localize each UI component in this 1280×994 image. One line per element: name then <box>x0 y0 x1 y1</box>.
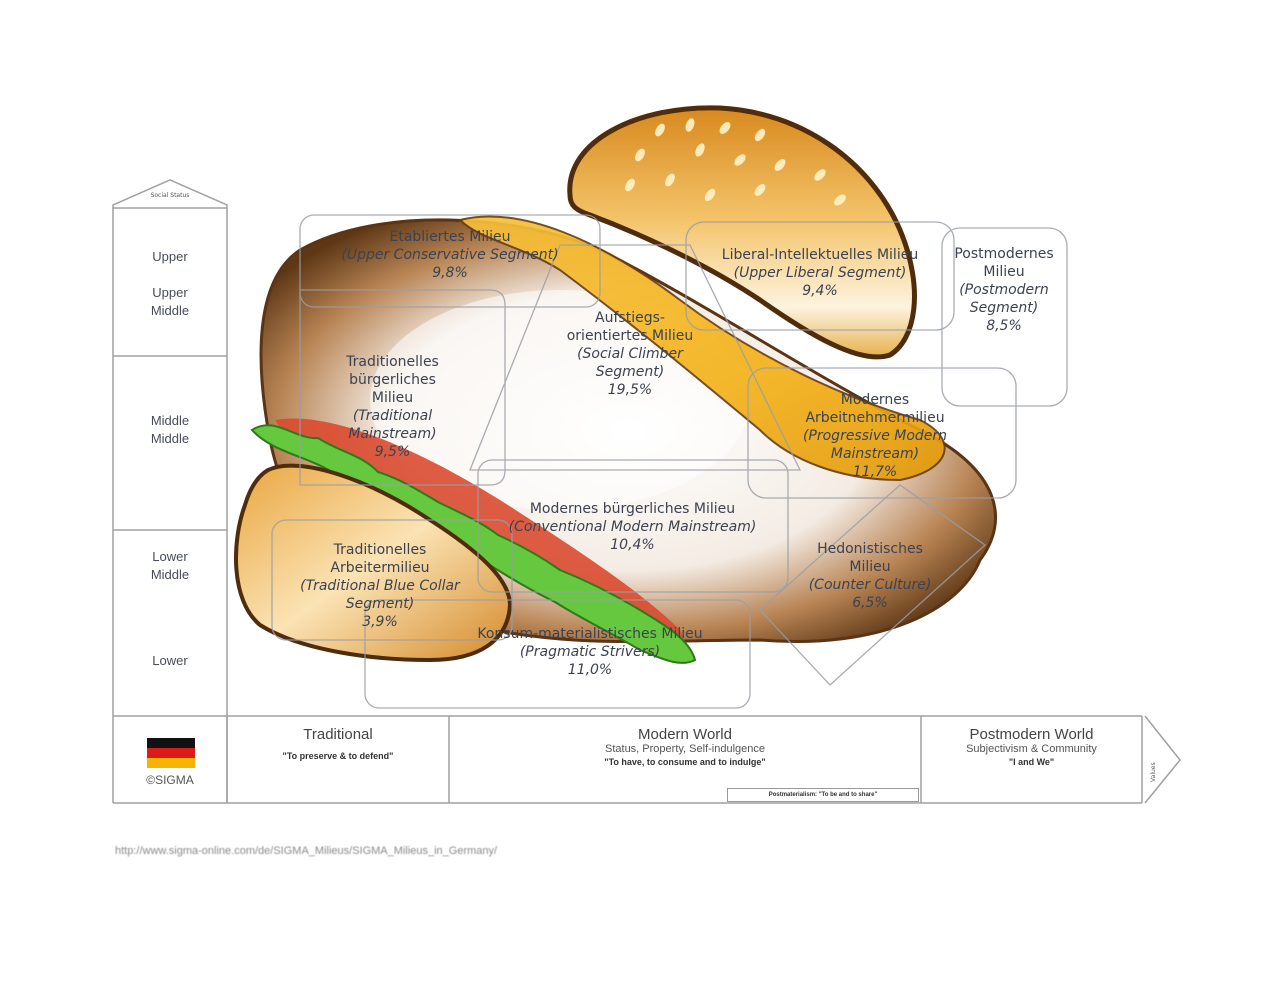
value-axis <box>113 715 1181 804</box>
milieu-share: 9,8% <box>432 265 468 281</box>
milieu-share: 10,4% <box>610 537 655 553</box>
outline-social-climber <box>469 244 802 471</box>
milieu-name: Hedonistisches Milieu <box>817 541 923 575</box>
value-title: Postmodern World <box>969 726 1094 743</box>
milieu-english: (Pragmatic Strivers) <box>519 644 661 660</box>
outline-liberal <box>685 221 955 331</box>
status-lower-middle: Lower Middle <box>150 549 190 582</box>
outline-conventional-modern <box>477 459 789 593</box>
milieu-name: Aufstiegs-orientiertes Milieu <box>566 310 694 344</box>
outline-pragmatic <box>364 599 751 709</box>
status-upper-middle: Upper Middle <box>150 285 190 318</box>
milieu-english: (Postmodern Segment) <box>959 282 1049 316</box>
milieu-name: Konsum-materialistisches Milieu <box>477 626 703 642</box>
outline-postmodern <box>941 227 1068 407</box>
outline-hedonistic <box>759 484 987 686</box>
value-postmodern: Postmodern World Subjectivism & Communit… <box>921 716 1142 803</box>
value-quote: "To preserve & to defend" <box>282 751 394 761</box>
outline-progressive-modern <box>747 367 1017 499</box>
milieu-postmodern: Postmodernes Milieu (Postmodern Segment)… <box>948 245 1060 335</box>
milieu-english: (Traditional Mainstream) <box>348 408 437 442</box>
bottom-bun-shape <box>233 463 513 663</box>
milieu-english: (Traditional Blue Collar Segment) <box>300 578 460 612</box>
milieu-name: Traditionelles Arbeitermilieu <box>330 542 430 576</box>
milieu-share: 6,5% <box>852 595 888 611</box>
status-upper: Upper <box>152 249 188 264</box>
milieu-name: Etabliertes Milieu <box>389 229 511 245</box>
patty-highlight <box>370 290 750 510</box>
status-middle-middle: Middle Middle <box>150 413 190 446</box>
milieu-share: 11,7% <box>852 464 898 480</box>
milieu-share: 11,0% <box>567 662 613 678</box>
source-url: http://www.sigma-online.com/de/SIGMA_Mil… <box>115 845 498 857</box>
milieu-english: (Counter Culture) <box>808 577 932 593</box>
value-quote: "To have, to consume and to indulge" <box>604 757 766 767</box>
value-title: Traditional <box>303 726 373 743</box>
cheese-shape <box>458 215 946 482</box>
milieu-name: Modernes bürgerliches Milieu <box>529 501 736 517</box>
milieu-name: Traditionelles bürgerliches Milieu <box>346 354 439 406</box>
milieu-name: Postmodernes Milieu <box>954 246 1054 280</box>
sigma-copyright: ©SIGMA <box>146 773 194 787</box>
value-quote: "I and We" <box>1008 757 1055 767</box>
milieu-english: (Upper Liberal Segment) <box>733 265 907 281</box>
milieu-blue-collar: Traditionelles Arbeitermilieu (Tradition… <box>295 541 465 631</box>
value-traditional: Traditional "To preserve & to defend" <box>227 716 449 803</box>
milieu-english: (Conventional Modern Mainstream) <box>508 519 757 535</box>
sesame-seeds <box>625 118 846 206</box>
milieu-traditional-mainstream: Traditionelles bürgerliches Milieu (Trad… <box>330 353 455 461</box>
milieu-share: 3,9% <box>362 614 398 630</box>
milieu-outlines <box>271 214 1068 709</box>
milieu-share: 9,4% <box>802 283 838 299</box>
milieu-hedonistic: Hedonistisches Milieu (Counter Culture) … <box>800 540 940 612</box>
milieu-etabliertes: Etabliertes Milieu (Upper Conservative S… <box>320 228 580 282</box>
milieu-share: 9,5% <box>374 444 411 460</box>
milieu-conventional-modern: Modernes bürgerliches Milieu (Convention… <box>500 500 765 554</box>
milieu-share: 19,5% <box>607 382 653 398</box>
value-subtitle: Subjectivism & Community <box>966 743 1097 755</box>
germany-flag-icon <box>147 738 195 768</box>
milieu-name: Liberal-Intellektuelles Milieu <box>721 247 919 263</box>
milieu-english: (Progressive Modern Mainstream) <box>802 428 948 462</box>
value-title: Modern World <box>638 726 732 743</box>
social-status-axis <box>112 179 228 803</box>
outline-blue-collar <box>271 519 513 641</box>
outline-etabliertes <box>299 214 601 308</box>
postmaterialism-label: Postmaterialism: "To be and to share" <box>727 788 919 802</box>
top-bun-shape <box>567 105 917 360</box>
milieu-name: Modernes Arbeitnehmermilieu <box>805 392 945 426</box>
milieu-share: 8,5% <box>986 318 1022 334</box>
value-subtitle: Status, Property, Self-indulgence <box>605 743 765 755</box>
social-status-title: Social Status <box>150 192 190 199</box>
milieu-social-climber: Aufstiegs-orientiertes Milieu (Social Cl… <box>565 309 695 399</box>
milieu-english: (Social Climber Segment) <box>577 346 683 380</box>
milieu-pragmatic: Konsum-materialistisches Milieu (Pragmat… <box>440 625 740 679</box>
milieu-english: (Upper Conservative Segment) <box>341 247 559 263</box>
milieu-liberal: Liberal-Intellektuelles Milieu (Upper Li… <box>700 246 940 300</box>
status-lower: Lower <box>152 653 188 668</box>
milieu-progressive-modern: Modernes Arbeitnehmermilieu (Progressive… <box>785 391 965 481</box>
value-modern: Modern World Status, Property, Self-indu… <box>449 716 921 803</box>
values-arrow-label: Values <box>1150 762 1157 782</box>
